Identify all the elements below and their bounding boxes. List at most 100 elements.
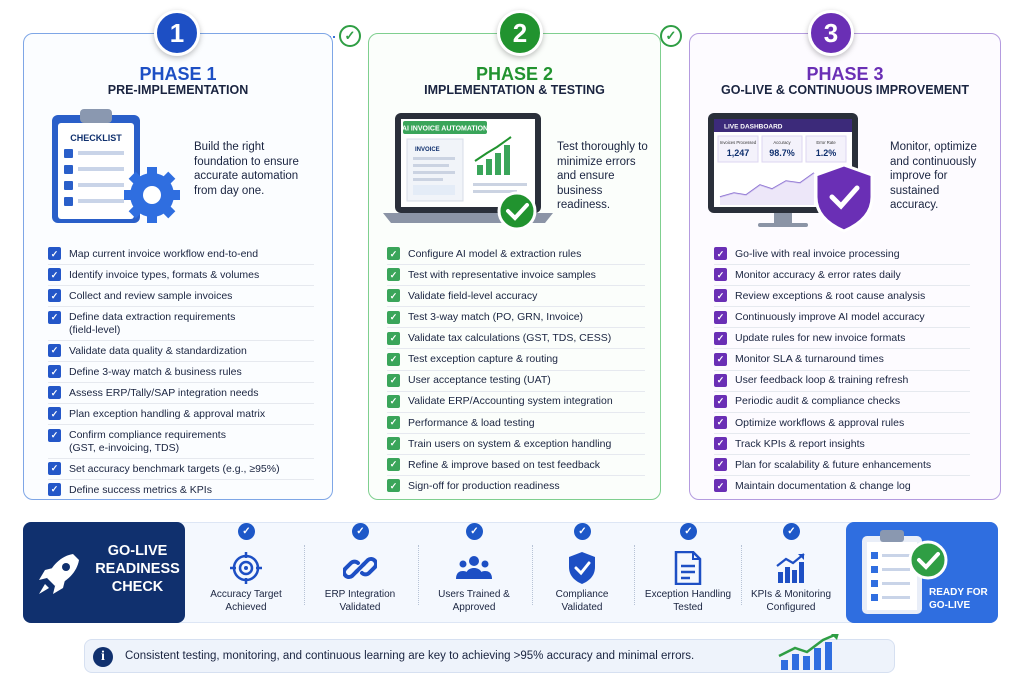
checkbox-icon: ✓ <box>387 247 400 261</box>
task-item: ✓Go-live with real invoice processing <box>714 244 970 266</box>
check-circle-icon: ✓ <box>680 523 697 540</box>
info-text: Consistent testing, monitoring, and cont… <box>125 650 695 662</box>
phase-number-badge: 2 <box>497 10 543 56</box>
golive-readiness-panel: GO-LIVE READINESS CHECK <box>23 522 185 623</box>
phase-subtitle: PRE-IMPLEMENTATION <box>107 83 249 97</box>
divider <box>741 545 742 605</box>
link-icon <box>340 550 380 586</box>
task-item: ✓Train users on system & exception handl… <box>387 434 645 455</box>
phase-subtitle: IMPLEMENTATION & TESTING <box>424 83 605 97</box>
checkbox-icon: ✓ <box>387 394 400 408</box>
dashboard-illustration: LIVE DASHBOARD Invoices Processed 1,247 … <box>704 109 884 244</box>
task-item: ✓Update rules for new invoice formats <box>714 328 970 350</box>
task-item: ✓Validate ERP/Accounting system integrat… <box>387 392 645 413</box>
checkbox-icon: ✓ <box>48 289 61 303</box>
invoice-doc-label: INVOICE <box>415 147 440 153</box>
phase-2-card: PHASE 2 IMPLEMENTATION & TESTING AI INVO… <box>368 33 661 500</box>
task-item: ✓Collect and review sample invoices <box>48 286 314 308</box>
phase-3-task-list: ✓Go-live with real invoice processing ✓M… <box>714 244 970 496</box>
task-item: ✓Track KPIs & report insights <box>714 434 970 455</box>
checkbox-icon: ✓ <box>714 437 727 451</box>
checkbox-icon: ✓ <box>48 483 61 497</box>
readiness-item: ✓ Compliance Validated <box>526 522 638 623</box>
checklist-label: CHECKLIST <box>70 133 122 143</box>
checkbox-icon: ✓ <box>48 268 61 282</box>
laptop-icon: AI INVOICE AUTOMATION INVOICE <box>383 113 553 231</box>
checkbox-icon: ✓ <box>387 458 400 472</box>
check-circle-icon: ✓ <box>466 523 483 540</box>
task-item: ✓Test with representative invoice sample… <box>387 265 645 287</box>
readiness-item: ✓ ERP Integration Validated <box>304 522 416 623</box>
task-item: ✓Maintain documentation & change log <box>714 476 970 496</box>
checkbox-icon: ✓ <box>387 479 400 493</box>
clipboard-check-icon <box>862 530 948 614</box>
phase-2-task-list: ✓Configure AI model & extraction rules ✓… <box>387 244 645 496</box>
phase-description: Test thoroughly to minimize errors and e… <box>557 141 648 211</box>
checkbox-icon: ✓ <box>48 462 61 476</box>
checklist-illustration: CHECKLIST <box>48 109 188 234</box>
checkbox-icon: ✓ <box>714 289 727 303</box>
check-circle-icon: ✓ <box>574 523 591 540</box>
check-circle-icon: ✓ <box>783 523 800 540</box>
task-item: ✓Continuously improve AI model accuracy <box>714 307 970 329</box>
ready-for-golive-panel: READY FOR GO-LIVE <box>846 522 998 623</box>
task-item: ✓Define 3-way match & business rules <box>48 362 314 384</box>
task-item: ✓Plan for scalability & future enhanceme… <box>714 455 970 477</box>
check-circle-icon: ✓ <box>352 523 369 540</box>
task-item: ✓Validate data quality & standardization <box>48 341 314 362</box>
task-item: ✓Confirm compliance requirements (GST, e… <box>48 425 314 459</box>
checkbox-icon: ✓ <box>714 458 727 472</box>
checkbox-icon: ✓ <box>387 352 400 366</box>
checkbox-icon: ✓ <box>714 268 727 282</box>
checkbox-icon: ✓ <box>48 428 61 442</box>
task-item: ✓Monitor SLA & turnaround times <box>714 349 970 371</box>
task-item: ✓User feedback loop & training refresh <box>714 371 970 392</box>
phase-title: PHASE 2 <box>475 64 554 84</box>
readiness-item-label: ERP Integration Validated <box>324 589 396 613</box>
metric-value: 98.7% <box>769 148 795 158</box>
checkbox-icon: ✓ <box>387 416 400 430</box>
check-circle-icon: ✓ <box>238 523 255 540</box>
task-item: ✓User acceptance testing (UAT) <box>387 371 645 392</box>
checkbox-icon: ✓ <box>714 416 727 430</box>
monitor-dashboard-icon: LIVE DASHBOARD Invoices Processed 1,247 … <box>708 113 874 233</box>
dashboard-title: LIVE DASHBOARD <box>724 124 783 131</box>
task-item: ✓Plan exception handling & approval matr… <box>48 404 314 426</box>
check-circle-icon: ✓ <box>660 25 682 47</box>
ready-for-golive-label: READY FOR GO-LIVE <box>929 587 988 611</box>
task-item: ✓Refine & improve based on test feedback <box>387 455 645 477</box>
task-item: ✓Define data extraction requirements (fi… <box>48 307 314 341</box>
golive-readiness-title: GO-LIVE READINESS CHECK <box>95 543 180 595</box>
readiness-check-bar <box>23 522 998 623</box>
task-item: ✓Define success metrics & KPIs <box>48 480 314 500</box>
readiness-item: ✓ Accuracy Target Achieved <box>190 522 302 623</box>
task-item: ✓Set accuracy benchmark targets (e.g., ≥… <box>48 459 314 480</box>
divider <box>532 545 533 605</box>
phase-title: PHASE 3 <box>806 64 884 84</box>
readiness-item: ✓ Users Trained & Approved <box>418 522 530 623</box>
checkbox-icon: ✓ <box>387 310 400 324</box>
task-item: ✓Map current invoice workflow end-to-end <box>48 244 314 266</box>
checkbox-icon: ✓ <box>48 247 61 261</box>
task-item: ✓Configure AI model & extraction rules <box>387 244 645 266</box>
checkbox-icon: ✓ <box>48 386 61 400</box>
checkbox-icon: ✓ <box>714 331 727 345</box>
shield-icon <box>562 550 602 586</box>
metric-label: Invoices Processed <box>720 140 757 145</box>
checkbox-icon: ✓ <box>714 352 727 366</box>
laptop-banner-label: AI INVOICE AUTOMATION <box>402 126 488 133</box>
info-icon: i <box>93 647 113 667</box>
task-item: ✓Performance & load testing <box>387 413 645 434</box>
checkbox-icon: ✓ <box>48 365 61 379</box>
phase-3-card: PHASE 3 GO-LIVE & CONTINUOUS IMPROVEMENT… <box>689 33 1001 500</box>
readiness-item: ✓ KPIs & Monitoring Configured <box>735 522 847 623</box>
task-item: ✓Test exception capture & routing <box>387 349 645 371</box>
task-item: ✓Identify invoice types, formats & volum… <box>48 265 314 287</box>
task-item: ✓Review exceptions & root cause analysis <box>714 286 970 308</box>
phase-number-badge: 3 <box>808 10 854 56</box>
divider <box>418 545 419 605</box>
phase-description: Monitor, optimize and continuously impro… <box>890 141 977 211</box>
document-icon <box>668 550 708 586</box>
divider <box>634 545 635 605</box>
check-circle-icon: ✓ <box>339 25 361 47</box>
